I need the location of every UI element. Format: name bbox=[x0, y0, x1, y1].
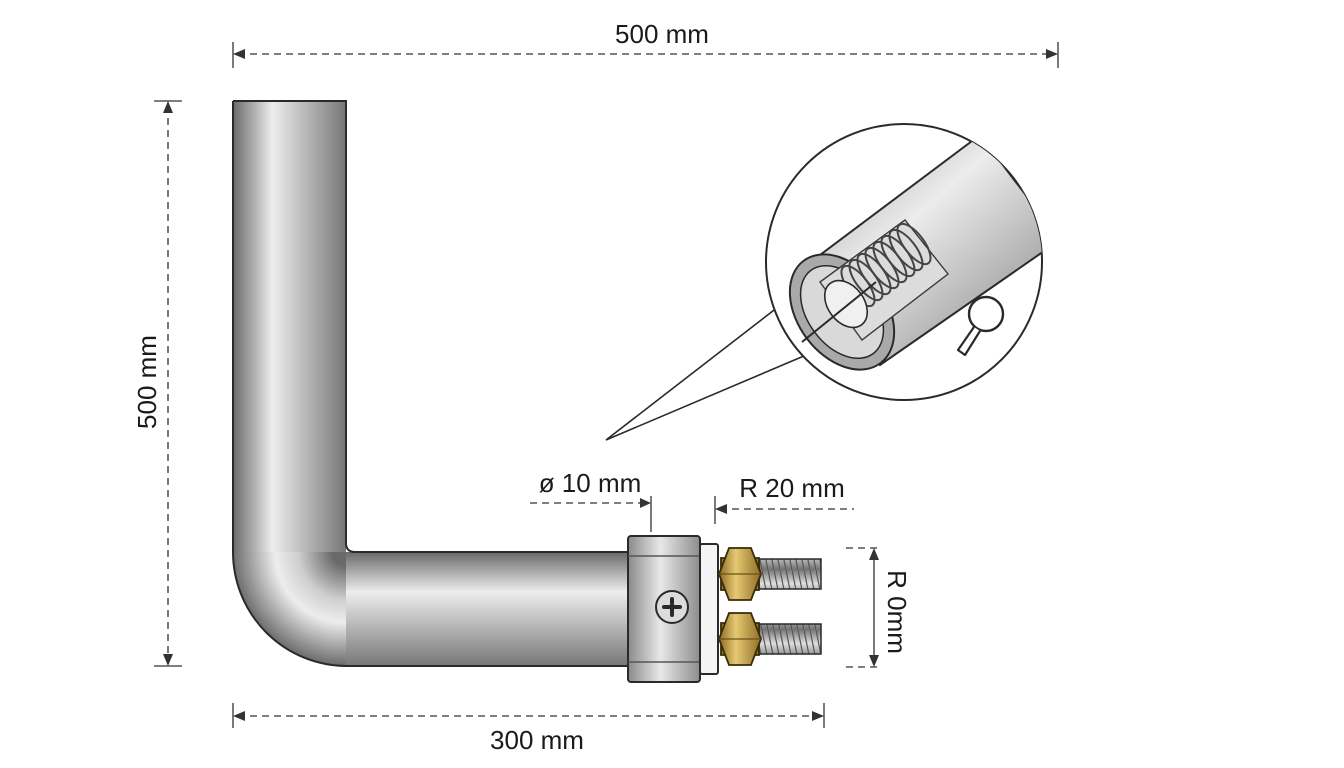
dimension-terminal-radius: R 0mm bbox=[846, 547, 912, 668]
phillips-screw-icon bbox=[655, 590, 689, 624]
terminal-upper bbox=[718, 547, 822, 601]
core-wire bbox=[801, 281, 877, 343]
dimension-bend-radius: R 20 mm bbox=[714, 473, 854, 524]
bend-radius-label: R 20 mm bbox=[739, 473, 844, 503]
tube-bend bbox=[233, 552, 346, 666]
zoom-callout bbox=[605, 123, 1043, 441]
cutaway-detail bbox=[788, 133, 1042, 371]
dimension-diameter: ø 10 mm bbox=[530, 468, 652, 532]
heating-tube bbox=[232, 100, 636, 667]
top-width-label: 500 mm bbox=[615, 19, 709, 49]
vertical-tube bbox=[233, 101, 346, 552]
dimension-left-height: 500 mm bbox=[132, 100, 182, 667]
magnifier-icon bbox=[956, 295, 1005, 357]
terminal-radius-label: R 0mm bbox=[882, 570, 912, 654]
callout-pointer bbox=[605, 306, 819, 441]
diameter-label: ø 10 mm bbox=[539, 468, 642, 498]
horizontal-tube bbox=[346, 552, 636, 666]
dimension-bottom-length: 300 mm bbox=[232, 703, 825, 755]
insulator-ring bbox=[699, 543, 719, 675]
terminal-head bbox=[627, 535, 822, 683]
bottom-length-label: 300 mm bbox=[490, 725, 584, 755]
terminal-lower bbox=[718, 612, 822, 666]
dimension-top-width: 500 mm bbox=[232, 19, 1059, 68]
left-height-label: 500 mm bbox=[132, 335, 162, 429]
